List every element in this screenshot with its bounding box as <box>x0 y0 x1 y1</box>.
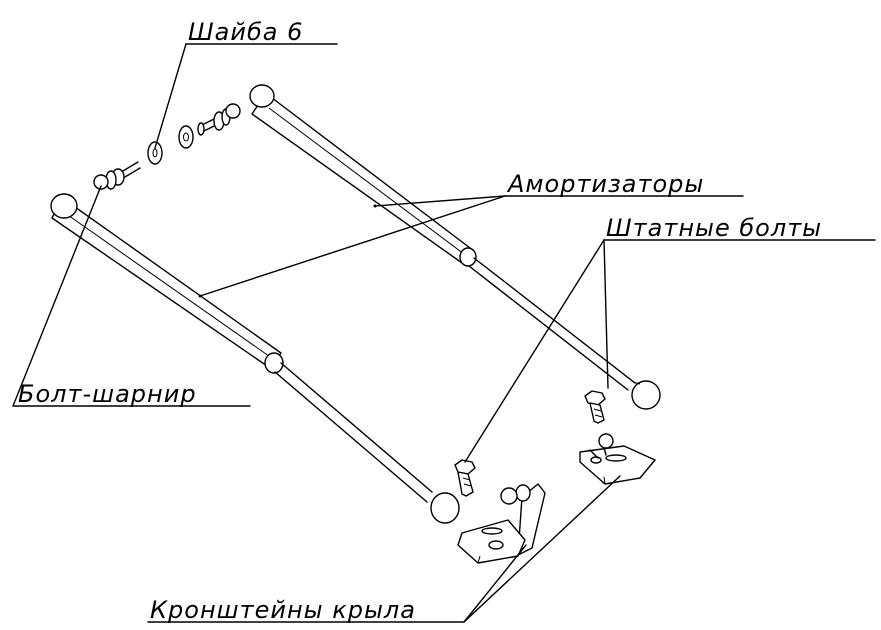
washer-right <box>178 125 194 149</box>
wing-bracket-right <box>579 433 656 485</box>
end-cap-top-front <box>50 193 78 219</box>
label-washer: Шайба 6 <box>188 18 303 46</box>
end-cap-bottom-front <box>430 492 460 524</box>
label-ball-bolt: Болт-шарнир <box>18 380 197 408</box>
wing-bracket-left <box>457 483 546 564</box>
ball-bolt-right <box>197 103 241 136</box>
washer-left <box>147 141 163 165</box>
ball-bolt-left <box>93 161 141 190</box>
end-cap-bottom-rear <box>631 380 661 410</box>
stock-bolt-right <box>584 390 606 424</box>
label-wing-brackets: Кронштейны крыла <box>150 596 416 624</box>
label-stock-bolts: Штатные болты <box>606 214 822 242</box>
shock-absorber-front <box>50 193 460 524</box>
stock-bolt-left <box>454 459 476 497</box>
shock-absorber-rear <box>249 84 661 410</box>
leader-lines <box>12 43 876 623</box>
end-cap-top-rear <box>249 84 275 108</box>
label-shock-absorbers: Амортизаторы <box>506 170 704 198</box>
